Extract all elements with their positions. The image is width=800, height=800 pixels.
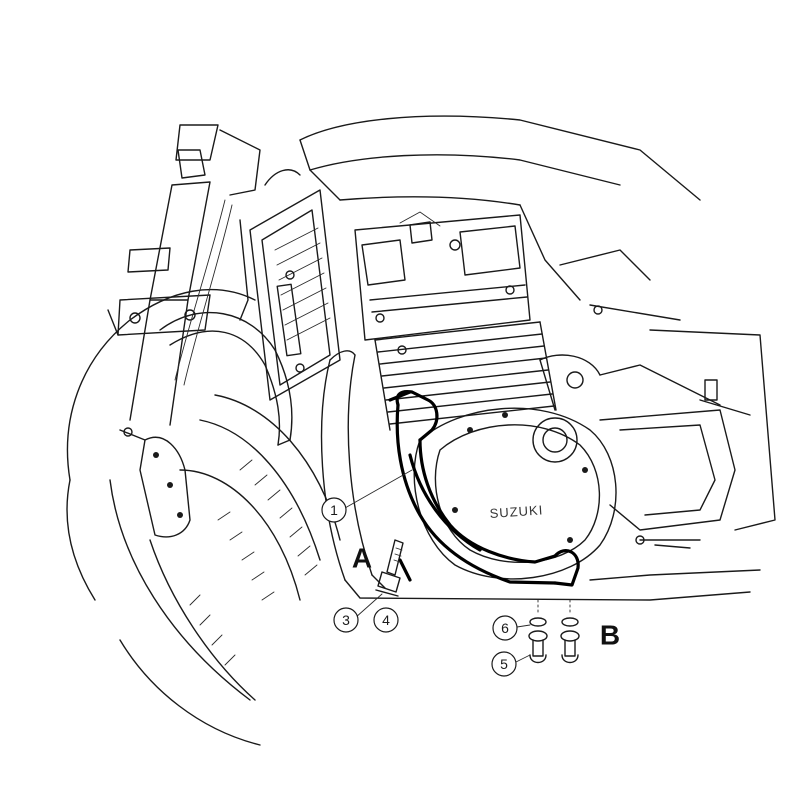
callout-3: 3 xyxy=(333,607,359,633)
frame-downtube xyxy=(320,350,761,601)
brake-caliper xyxy=(119,427,191,538)
cylinder-head xyxy=(354,211,531,341)
fuel-tank xyxy=(299,115,701,321)
callout-label-3: 3 xyxy=(342,612,350,628)
crash-bar xyxy=(388,389,580,587)
engine-brand-text: SUZUKI xyxy=(489,502,544,521)
bolts-b xyxy=(528,599,580,664)
front-fork xyxy=(107,124,261,426)
mount-point-a-label: A xyxy=(352,543,372,574)
callout-6: 6 xyxy=(492,615,518,641)
cylinder-fins xyxy=(374,321,557,431)
mount-point-b-label: B xyxy=(600,620,620,651)
front-wheel xyxy=(66,288,341,746)
leader-lines xyxy=(344,469,531,663)
callout-4: 4 xyxy=(373,607,399,633)
engine-crankcase: SUZUKI xyxy=(413,354,721,580)
callout-label-5: 5 xyxy=(500,656,508,672)
radiator xyxy=(249,169,341,401)
callout-label-6: 6 xyxy=(501,620,509,636)
callout-label-4: 4 xyxy=(382,612,390,628)
callout-1: 1 xyxy=(321,497,347,523)
front-fender xyxy=(159,311,293,446)
callout-label-1: 1 xyxy=(330,502,338,518)
callout-5: 5 xyxy=(491,651,517,677)
bolt-a xyxy=(375,539,404,597)
gearbox-housing xyxy=(599,329,776,549)
